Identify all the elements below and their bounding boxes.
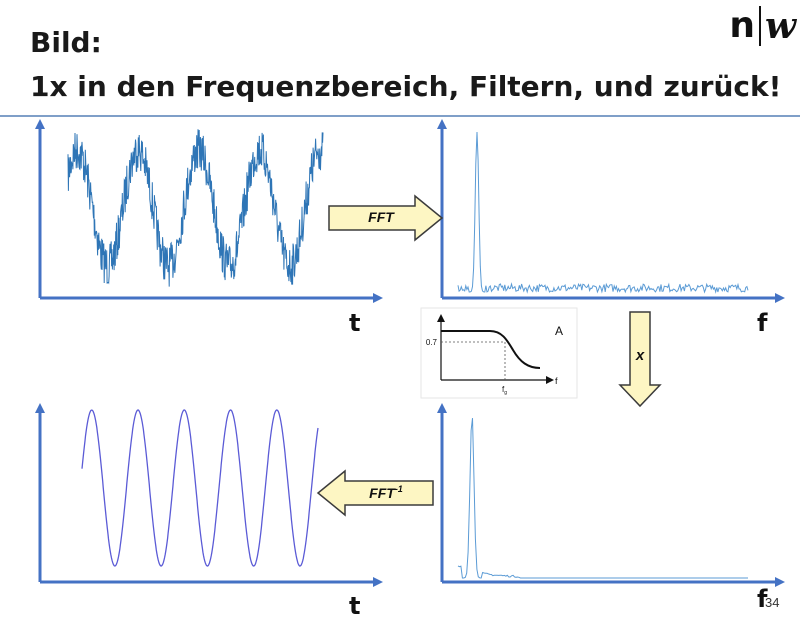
- logo-divider: [759, 6, 761, 46]
- multiply-label: x: [635, 347, 645, 364]
- page-number: 34: [765, 595, 780, 610]
- title-divider: [0, 115, 800, 117]
- filtered-sine-wave: [81, 409, 319, 567]
- freq-axis-label-top: f: [757, 309, 768, 337]
- noisy-spectrum-line: [457, 131, 749, 294]
- filtered-spectrum-line: [457, 418, 748, 579]
- logo-w: w: [765, 5, 796, 47]
- spectrum-panel-bottom: [437, 403, 785, 587]
- slide-title-line-2: 1x in den Frequenzbereich, Filtern, und …: [30, 70, 782, 103]
- fft-arrow: FFT: [328, 194, 444, 242]
- time-axis-label-bottom: t: [349, 592, 361, 620]
- amplitude-label: A: [555, 324, 563, 338]
- logo-n: n: [729, 5, 755, 46]
- noisy-sine-wave: [67, 129, 324, 287]
- ifft-label: FFT-1: [369, 484, 403, 501]
- multiply-arrow: x: [618, 311, 662, 408]
- filter-response-curve: [441, 330, 541, 369]
- inverse-fft-arrow: FFT-1: [316, 469, 434, 517]
- time-signal-panel-bottom: [35, 403, 383, 587]
- level-label: 0.7: [426, 338, 438, 347]
- fft-label: FFT: [368, 209, 395, 225]
- lowpass-filter-inset: 0.7 A f fg: [420, 307, 578, 399]
- inset-freq-label: f: [555, 376, 558, 386]
- time-axis-label-top: t: [349, 309, 361, 337]
- spectrum-panel-top: [437, 119, 785, 303]
- time-signal-panel-top: [35, 119, 383, 303]
- slide-title-line-1: Bild:: [30, 26, 102, 59]
- fhnw-logo: n w: [729, 4, 796, 48]
- freq-axis-label-bottom: f: [757, 585, 768, 613]
- cutoff-label: fg: [502, 385, 507, 396]
